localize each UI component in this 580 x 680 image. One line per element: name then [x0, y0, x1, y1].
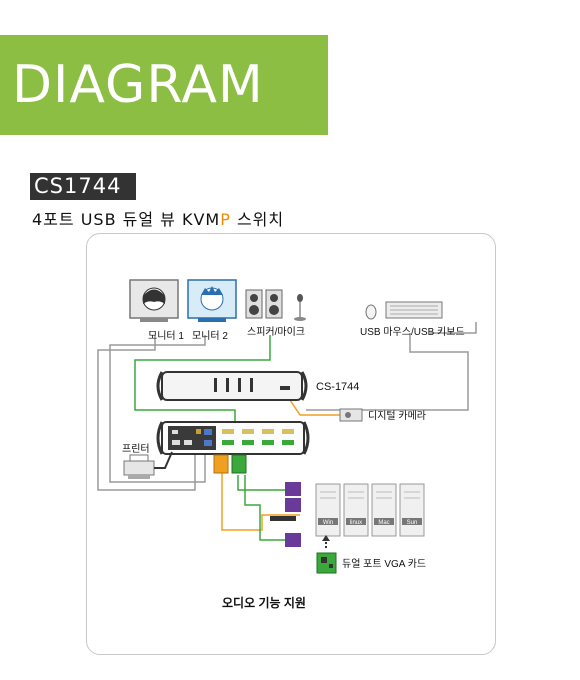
usb-kb-mouse-label: USB 마우스/USB 키보드: [360, 326, 465, 338]
usb-kb-cable-2: [430, 322, 477, 334]
computer-label-linux: linux: [350, 520, 362, 526]
computer-mac: Mac: [371, 483, 397, 537]
gray-cables: [97, 322, 477, 491]
vga-plug-3: [285, 533, 301, 547]
model-badge: CS1744: [30, 173, 136, 200]
audio-cable: [221, 455, 300, 531]
monitor2-label: 모니터 2: [192, 330, 228, 342]
monitor-2-icon: [187, 279, 237, 322]
computer-label-mac: Mac: [378, 520, 389, 526]
camera-icon: [339, 408, 363, 422]
monitor-1-icon: [129, 279, 179, 322]
device-label: CS-1744: [316, 381, 359, 393]
header-banner: DIAGRAM: [0, 35, 328, 135]
vga-cable-1: [237, 475, 285, 491]
vga-connector: [231, 454, 247, 474]
speaker-icon: [245, 289, 283, 319]
subtitle-suffix: 스위치: [230, 210, 285, 229]
computer-sun: Sun: [399, 483, 425, 537]
computer-win: Win: [315, 483, 341, 537]
audio-connector: [213, 454, 229, 474]
monitor1-label: 모니터 1: [148, 330, 184, 342]
vga-cable-2: [244, 475, 285, 541]
banner-title: DIAGRAM: [12, 55, 264, 115]
kvm-switch-back-icon: [156, 421, 310, 455]
monitor2-cable: [109, 335, 206, 483]
computer-linux: linux: [343, 483, 369, 537]
keyboard-icon: [385, 301, 443, 319]
vga-plug-1: [285, 482, 301, 496]
printer-icon: [123, 454, 155, 479]
mouse-icon: [365, 304, 377, 320]
speaker-cable: [134, 335, 271, 425]
subtitle-highlight: P: [220, 210, 231, 229]
vga-plug-2: [285, 498, 301, 512]
arrow-up-icon: [322, 535, 330, 548]
audio-plug: [270, 516, 296, 521]
printer-cable: [154, 451, 173, 469]
computer-label-sun: Sun: [407, 520, 418, 526]
vga-card-label: 듀얼 포트 VGA 카드: [342, 558, 426, 570]
microphone-icon: [294, 294, 306, 321]
camera-label: 디지털 카메라: [368, 410, 426, 422]
vga-card-icon: [316, 552, 337, 574]
camera-cable: [289, 399, 340, 416]
product-subtitle: 4포트 USB 듀얼 뷰 KVMP 스위치: [32, 206, 284, 230]
speaker-mic-label: 스피커/마이크: [247, 326, 305, 338]
printer-label: 프린터: [122, 443, 150, 455]
monitor1-cable: [97, 335, 196, 491]
kvm-switch-top-icon: [156, 371, 308, 401]
usb-kb-cable: [306, 333, 469, 411]
computer-label-win: Win: [323, 520, 333, 526]
audio-support-label: 오디오 기능 지원: [222, 595, 306, 610]
subtitle-text: 4포트 USB 듀얼 뷰 KVM: [32, 210, 221, 229]
